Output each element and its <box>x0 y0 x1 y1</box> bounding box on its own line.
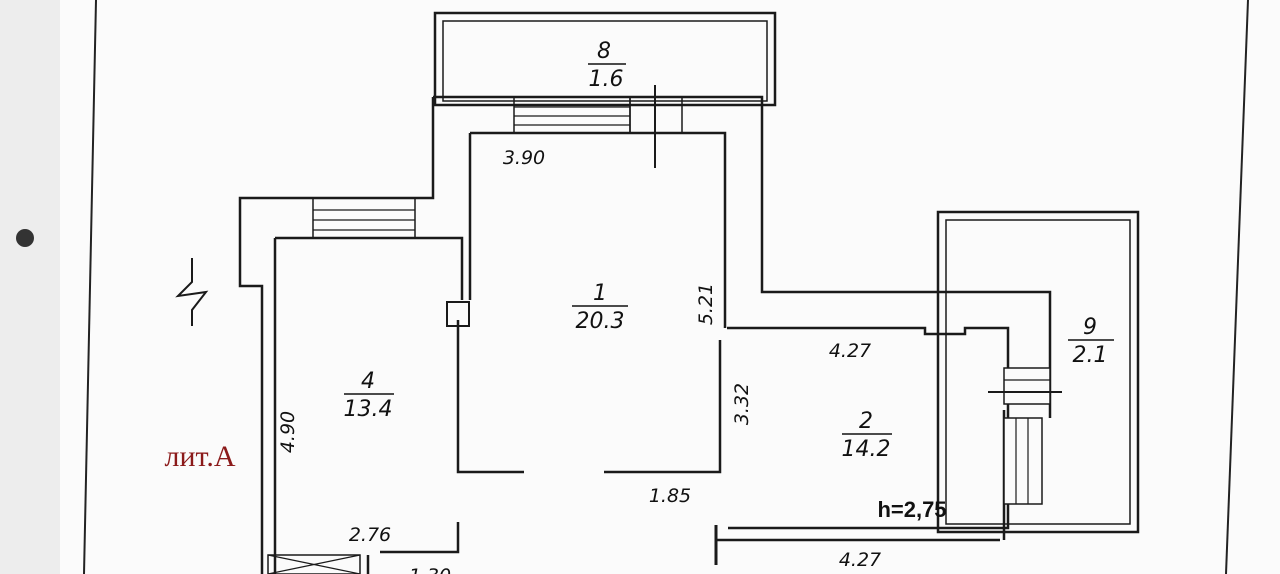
building-label: лит.А <box>164 440 235 473</box>
balcony-9-inner <box>945 219 1131 525</box>
walls <box>175 11 1140 574</box>
column <box>446 301 470 327</box>
room-2-number: 2 <box>859 409 873 434</box>
balcony-8-outer <box>433 11 777 107</box>
outer-wall-left <box>238 97 435 574</box>
dim-room4-left: 4.90 <box>277 411 299 453</box>
dimension-labels: 3.90 5.21 4.27 3.32 4.90 2.76 1.85 4.27 … <box>277 147 881 574</box>
room-9-number: 9 <box>1083 315 1097 340</box>
room-4-area: 13.4 <box>344 397 393 422</box>
scan-shadow <box>0 0 60 574</box>
room-2-area: 14.2 <box>842 437 891 462</box>
room-9-area: 2.1 <box>1073 343 1108 368</box>
window-room2 <box>1003 367 1051 405</box>
room1-wall-bottom-left <box>456 320 524 474</box>
room-1-number: 1 <box>593 281 607 306</box>
page-border-right <box>1225 0 1249 574</box>
page-border-left <box>83 0 97 574</box>
room-8-number: 8 <box>597 39 611 64</box>
room4-wall-top <box>275 236 464 300</box>
dim-room2-top: 4.27 <box>829 340 871 362</box>
room-8-area: 1.6 <box>589 67 624 92</box>
room4-wall-bottom <box>380 522 460 554</box>
room-1-area: 20.3 <box>576 309 625 334</box>
dim-room1-right: 5.21 <box>695 283 717 325</box>
dim-cut-bottom: 1.30 <box>409 565 451 574</box>
binder-hole <box>16 229 34 247</box>
room1-wall-bottom-right <box>604 340 722 474</box>
door-balcony-9 <box>1003 417 1043 505</box>
balcony-9-outer <box>936 210 1140 534</box>
break-symbol <box>175 258 209 326</box>
shaft <box>267 554 361 574</box>
balcony-8-inner <box>442 20 768 102</box>
dim-bottom-right: 4.27 <box>839 549 881 571</box>
room-4-number: 4 <box>361 369 375 394</box>
dim-corridor: 1.85 <box>649 485 691 507</box>
ceiling-height: h=2,75 <box>877 497 946 522</box>
dim-room4-bottom: 2.76 <box>349 524 391 546</box>
dim-room2-left: 3.32 <box>731 383 753 425</box>
room1-wall <box>470 131 727 328</box>
dim-room1-top: 3.90 <box>503 147 545 169</box>
room-labels: 8 1.6 1 20.3 4 13.4 2 14.2 9 2.1 <box>344 39 1114 462</box>
